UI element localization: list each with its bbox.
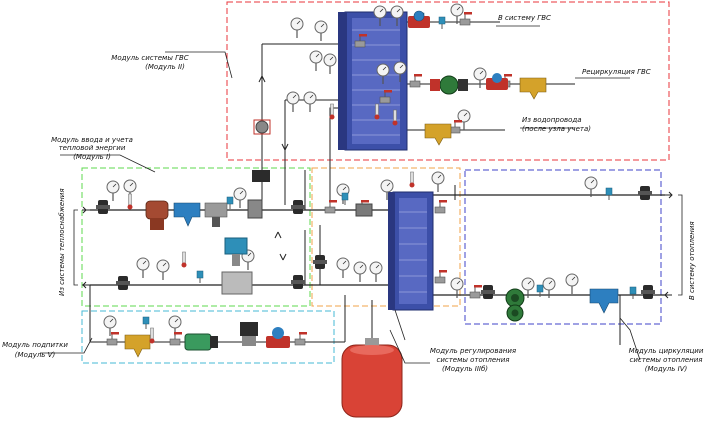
- gvs-circulation-pump-icon: [430, 75, 468, 95]
- heating-plate-heat-exchanger-icon: [388, 191, 434, 311]
- feed-module-frame: [81, 310, 335, 364]
- module-circulation-label: Модуль циркуляции системы отопления (Мод…: [629, 347, 704, 373]
- module-feed-title: Модуль подпитки: [2, 341, 68, 349]
- input-control-valve-icon: [204, 202, 228, 227]
- recirculation-water-meter-icon: [486, 73, 508, 90]
- recirculation-label: Рециркуляция ГВС: [582, 68, 651, 76]
- module-feed-subtitle: (Модуль V): [15, 351, 56, 359]
- from-water-label: Из водопровода (после узла учета): [522, 116, 591, 133]
- module-input-title: Модуль ввода и учета: [51, 136, 133, 144]
- from-heat-network-label: Из системы теплоснабжения: [58, 188, 66, 296]
- module-regulation-title: Модуль регулирования: [430, 347, 516, 355]
- module-regulation-line2: системы отопления: [436, 356, 509, 364]
- module-input-line2: тепловой энергии: [59, 144, 126, 152]
- circulation-strainer-icon: [589, 288, 619, 314]
- regulation-control-valve-icon: [355, 203, 373, 217]
- gvs-equipment: [253, 3, 547, 151]
- feed-equipment: [103, 315, 308, 358]
- dirt-trap-icon: [145, 200, 169, 230]
- to-gvs-label: В систему ГВС: [498, 14, 551, 22]
- heat-meter-flowmeter-icon: [221, 237, 253, 295]
- input-strainer-icon: [173, 202, 201, 227]
- module-circulation-line3: (Модуль IV): [645, 365, 688, 373]
- input-equipment: [82, 170, 305, 295]
- regulation-module-frame: [311, 167, 461, 307]
- from-water-title: Из водопровода: [522, 116, 582, 124]
- module-regulation-line3: (Модуль IIIб): [442, 365, 488, 373]
- to-heating-label: В систему отопления: [688, 221, 696, 300]
- module-feed-label: Модуль подпитки (Модуль V): [2, 341, 68, 359]
- circulation-pump-2-icon: [506, 304, 524, 322]
- gvs-control-valve-icon: [253, 119, 271, 135]
- module-circulation-title: Модуль циркуляции: [629, 347, 704, 355]
- circulation-pump-1-icon: [505, 288, 525, 308]
- input-actuator-icon: [247, 170, 270, 219]
- module-gvs-label: Модуль системы ГВС (Модуль II): [111, 54, 188, 71]
- gvs-module-frame: [226, 1, 670, 161]
- regulation-equipment: [313, 171, 464, 299]
- label-leaders: [40, 25, 641, 364]
- from-water-subtitle: (после узла учета): [522, 125, 591, 133]
- module-gvs-title: Модуль системы ГВС: [111, 54, 188, 62]
- feed-strainer-icon: [124, 334, 151, 358]
- feed-pump-icon: [184, 333, 218, 351]
- side-braces: [73, 194, 683, 296]
- module-input-line3: (Модуль I): [73, 153, 111, 161]
- circulation-equipment: [469, 176, 673, 322]
- module-circulation-line2: системы отопления: [629, 356, 702, 364]
- input-module-frame: [81, 167, 311, 307]
- expansion-tank-icon: [341, 338, 403, 418]
- circulation-module-frame: [464, 169, 662, 325]
- gvs-plate-heat-exchanger-icon: [338, 11, 408, 151]
- gvs-strainer-icon: [424, 77, 547, 146]
- module-gvs-subtitle: (Модуль II): [145, 63, 185, 71]
- feed-solenoid-valve-icon: [240, 322, 258, 346]
- module-regulation-label: Модуль регулирования системы отопления (…: [430, 347, 516, 373]
- module-input-label: Модуль ввода и учета тепловой энергии (М…: [51, 136, 133, 161]
- gvs-water-meter-icon: [408, 10, 430, 28]
- feed-water-meter-icon: [266, 327, 290, 348]
